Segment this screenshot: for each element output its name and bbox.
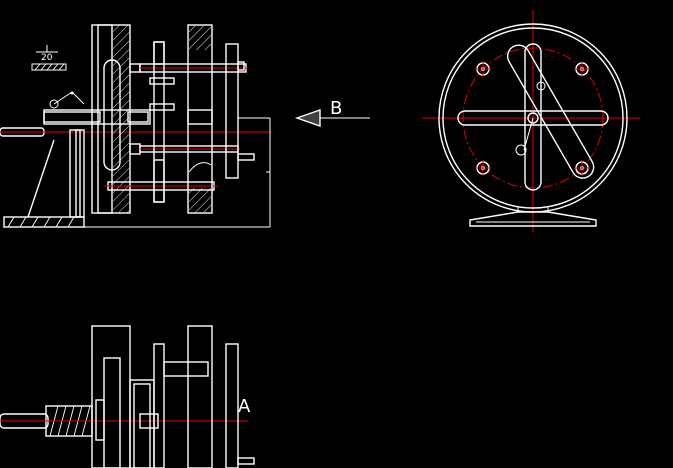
dimension-symbol [31, 45, 67, 71]
section-a-label: A [238, 396, 251, 417]
side-view-top: 20 [0, 24, 370, 228]
support-stand [3, 129, 85, 228]
left-disk [91, 24, 131, 214]
bolt-hole-br [574, 160, 590, 176]
view-arrow-b [294, 109, 370, 127]
front-view [422, 10, 640, 232]
dimension-20-text: 20 [41, 53, 53, 63]
bolt-hole-bl [475, 160, 491, 176]
view-arrow-b-label: B [330, 98, 342, 119]
dimension-line-right [84, 117, 271, 228]
hub-bearing [43, 91, 151, 125]
base-stand [469, 206, 597, 227]
bolt-hole-tl [475, 61, 491, 77]
drive-shaft [0, 127, 270, 137]
section-view-a [0, 325, 255, 468]
bolt-hole-tr [574, 61, 590, 77]
slider-blocks [153, 41, 165, 203]
end-plate [225, 43, 239, 179]
main-plate [187, 24, 213, 214]
